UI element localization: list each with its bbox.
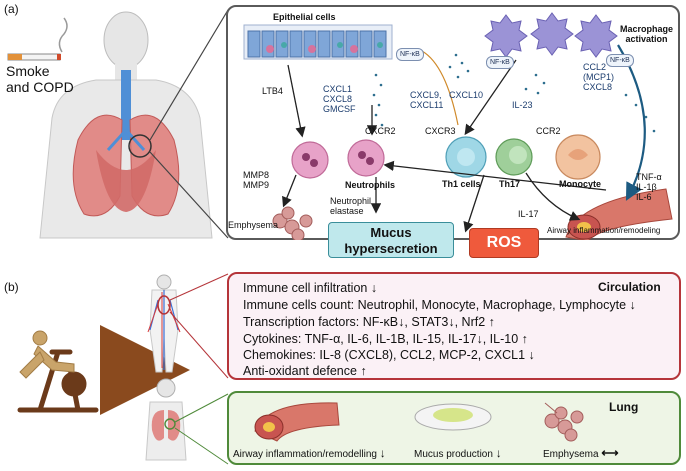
- emphysema-label: Emphysema: [228, 220, 279, 230]
- neutrophil-elastase-label: Neutrophil elastase: [330, 196, 372, 216]
- nfkb-badge-macrophage-2: NF-κB: [606, 54, 634, 67]
- nfkb-badge-macrophage-1: NF-κB: [486, 56, 514, 69]
- panel-a-letter: (a): [4, 2, 19, 16]
- il23-label: IL-23: [512, 100, 533, 110]
- panel-b-illustrations: [17, 273, 229, 465]
- mmp-label: MMP8 MMP9: [243, 170, 270, 190]
- monocyte-label: Monocyte: [559, 179, 602, 189]
- cxcr2-label: CXCR2: [365, 126, 396, 136]
- t-cell-icon: [445, 136, 533, 178]
- airway-icon: [254, 402, 340, 442]
- mucus-hypersecretion-box: Mucus hypersecretion: [328, 222, 454, 258]
- circulation-line-5: Chemokines: IL-8 (CXCL8), CCL2, MCP-2, C…: [243, 348, 535, 362]
- circulation-line-4: Cytokines: TNF-α, IL-6, IL-1B, IL-15, IL…: [243, 332, 528, 346]
- th1-label: Th1 cells: [442, 179, 481, 189]
- circulation-line-3: Transcription factors: NF-κB↓, STAT3↓, N…: [243, 315, 495, 329]
- lung-title: Lung: [609, 400, 639, 414]
- pathway-diagram: [243, 12, 673, 240]
- lung-panel-icons: [254, 402, 584, 442]
- cxcl-mid-label: CXCL9, CXCL10 CXCL11: [410, 90, 484, 110]
- cxcl-left-label: CXCL1 CXCL8 GMCSF: [323, 84, 356, 114]
- human-body-icon: [7, 9, 229, 239]
- macrophage-icon: [484, 12, 618, 58]
- neutrophil-icon: [291, 139, 385, 179]
- monocyte-icon: [555, 134, 601, 180]
- ros-box: ROS: [469, 228, 539, 258]
- petri-dish-icon: [414, 403, 492, 431]
- th17-label: Th17: [499, 179, 521, 189]
- airway-inflammation-label: Airway inflammation/remodeling: [547, 226, 661, 235]
- circulation-line-2: Immune cells count: Neutrophil, Monocyte…: [243, 298, 636, 312]
- epithelial-cells-label: Epithelial cells: [273, 12, 336, 22]
- neutrophils-label: Neutrophils: [345, 180, 396, 190]
- ccl2-label: CCL2 (MCP1) CXCL8: [583, 62, 614, 92]
- epithelium-icon: [243, 24, 393, 60]
- cigarette-icon: [7, 17, 68, 61]
- lung-item-airway: Airway inflammation/remodelling ↓: [233, 446, 386, 460]
- lung-item-emphysema: Emphysema ⟷: [543, 446, 619, 460]
- circulatory-system-icon: [147, 274, 181, 373]
- alveoli-icon: [272, 206, 313, 240]
- il17-label: IL-17: [518, 209, 539, 219]
- circulation-line-1: Immune cell infiltration ↓: [243, 281, 378, 295]
- ccr2-label: CCR2: [536, 126, 561, 136]
- cytokines-label: TNF-α IL-1β IL-6: [636, 172, 662, 202]
- macrophage-activation-label: Macrophage activation: [620, 24, 674, 44]
- airway-icon: [565, 188, 673, 240]
- panel-b-letter: (b): [4, 280, 19, 294]
- circulation-panel: [227, 272, 681, 380]
- cxcr3-label: CXCR3: [425, 126, 456, 136]
- lungs-icon: [72, 70, 180, 217]
- nfkb-badge-epithelial: NF-κB: [396, 48, 424, 61]
- ltb4-label: LTB4: [262, 86, 283, 96]
- lung-item-mucus: Mucus production ↓: [414, 446, 502, 460]
- alveoli-icon: [544, 402, 584, 442]
- circulation-title: Circulation: [598, 280, 661, 294]
- smoke-copd-label: Smoke and COPD: [6, 63, 74, 95]
- circulation-line-6: Anti-oxidant defence ↑: [243, 364, 367, 378]
- lung-figure-icon: [145, 378, 187, 461]
